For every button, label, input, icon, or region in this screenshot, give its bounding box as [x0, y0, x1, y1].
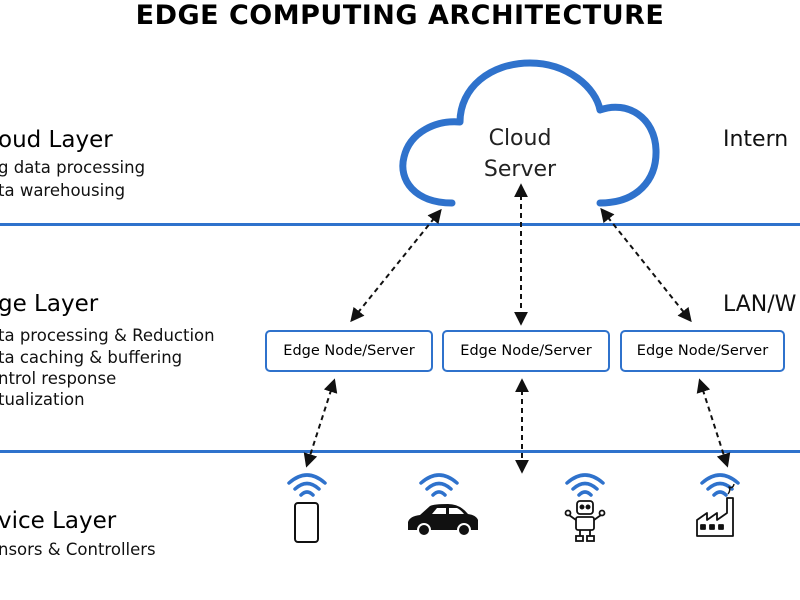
- device-layer-line: nsors & Controllers: [0, 540, 156, 559]
- factory-device: [696, 473, 740, 537]
- smartphone-device: [287, 473, 327, 543]
- factory-icon: [696, 483, 735, 537]
- device-layer-heading: vice Layer: [0, 508, 117, 534]
- internet-label: Intern: [723, 127, 789, 152]
- edge-node-1: Edge Node/Server: [265, 330, 433, 372]
- car-icon: [408, 504, 478, 537]
- edge-node-2: Edge Node/Server: [442, 330, 610, 372]
- cloud-layer-line: ta warehousing: [0, 181, 126, 200]
- cloud-server-line2: Server: [483, 157, 557, 182]
- cloud-shape: [399, 59, 660, 207]
- lan-wan-label: LAN/W: [723, 292, 797, 317]
- edge-layer-line: ta processing & Reduction: [0, 326, 215, 345]
- robot-device: [564, 473, 606, 542]
- edge-layer-heading: ge Layer: [0, 291, 99, 317]
- wifi-icon: [565, 473, 605, 497]
- edge-node-3: Edge Node/Server: [620, 330, 785, 372]
- robot-icon: [564, 500, 606, 542]
- arrow-cloud-edge3: [600, 207, 692, 323]
- cloud-layer-line: g data processing: [0, 158, 146, 177]
- wifi-icon: [700, 473, 740, 497]
- cloud-server-line1: Cloud: [488, 126, 552, 151]
- wifi-icon: [419, 473, 459, 497]
- arrow-cloud-edge1: [350, 208, 442, 323]
- edge-layer-line: ta caching & buffering: [0, 348, 183, 367]
- edge-layer-line: tualization: [0, 390, 85, 409]
- cloud-layer-heading: oud Layer: [0, 127, 113, 153]
- wifi-icon: [287, 473, 327, 497]
- diagram-title: EDGE COMPUTING ARCHITECTURE: [135, 0, 665, 31]
- edge-device-divider: [0, 450, 800, 453]
- arrow-edge3-device: [696, 378, 731, 468]
- car-device: [408, 473, 478, 537]
- smartphone-icon: [294, 502, 319, 543]
- arrow-edge1-device: [303, 378, 338, 468]
- edge-layer-line: ntrol response: [0, 369, 117, 388]
